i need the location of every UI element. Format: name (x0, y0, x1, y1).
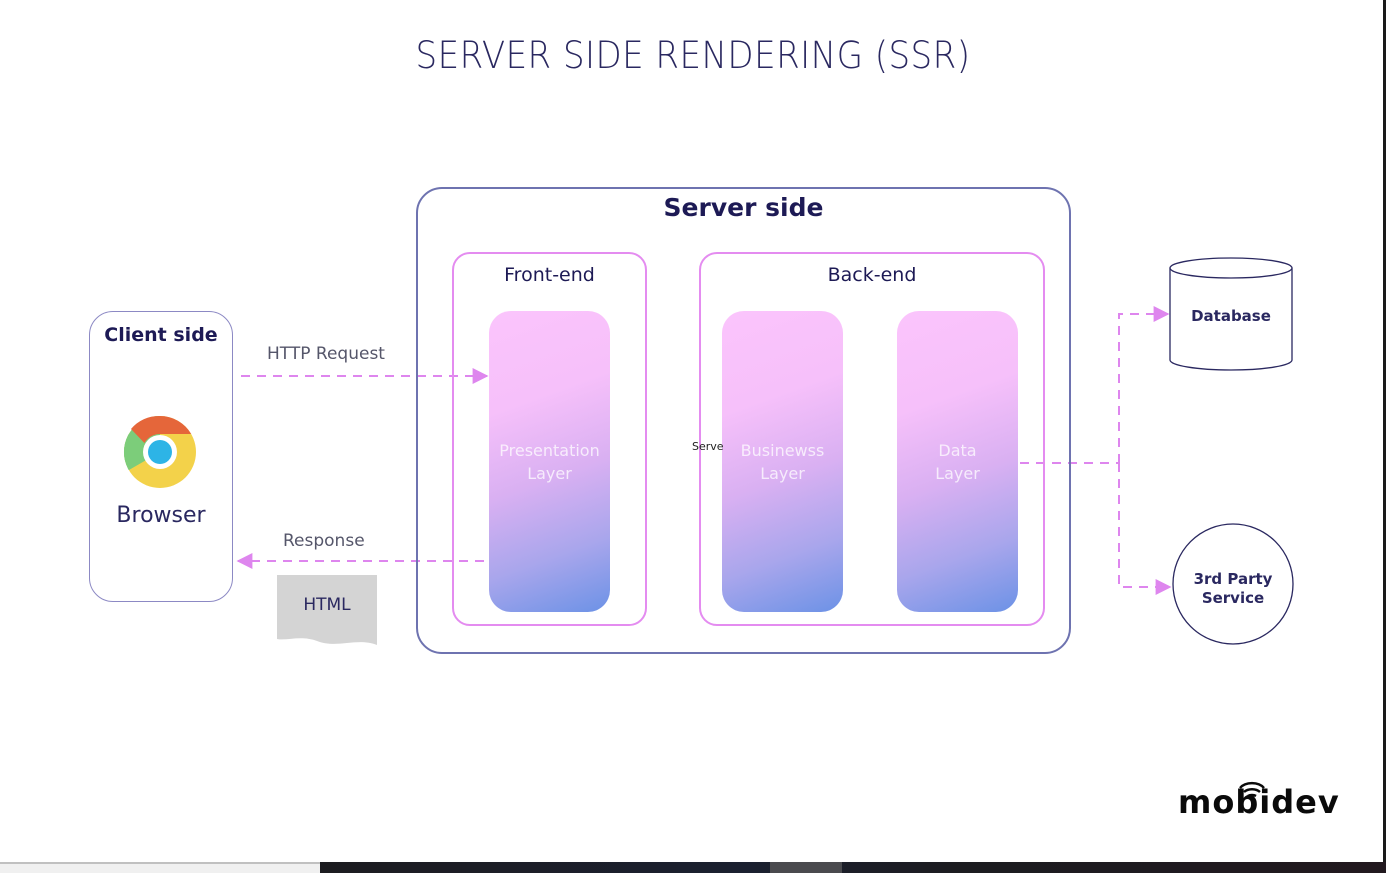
presentation-layer: Presentation Layer (489, 311, 610, 612)
third-party-service-label: 3rd Party Service (1172, 570, 1294, 608)
layer-label-line2: Layer (760, 463, 805, 483)
database-label: Database (1191, 307, 1271, 325)
page-title: SERVER SIDE RENDERING (SSR) (415, 34, 971, 77)
html-document-icon (277, 575, 377, 645)
third-party-arrow (1118, 463, 1172, 595)
chrome-browser-icon (123, 415, 196, 488)
database-arrow (1118, 306, 1170, 463)
mobidev-logo-wifi-icon (1239, 781, 1265, 798)
business-layer: Businewss Layer (722, 311, 843, 612)
backend-title: Back-end (827, 264, 917, 286)
layer-label-line1: Data (938, 440, 977, 460)
mobidev-logo: mobidev (1178, 783, 1340, 821)
layer-label-line2: Layer (935, 463, 980, 483)
window-edge (1383, 0, 1386, 862)
response-label: Response (283, 531, 365, 551)
server-side-title: Server side (663, 193, 824, 222)
taskbar-active-item[interactable] (770, 862, 842, 873)
browser-label: Browser (116, 503, 206, 528)
client-side-box (89, 311, 233, 602)
layer-label-line1: Presentation (499, 440, 600, 460)
layer-label-line2: Layer (527, 463, 572, 483)
database-icon (1169, 257, 1293, 371)
taskbar-left-segment (0, 862, 320, 873)
third-party-line1: 3rd Party (1193, 570, 1273, 588)
third-party-service-icon (1172, 523, 1294, 645)
backend-box (699, 252, 1045, 626)
html-payload-label: HTML (303, 595, 351, 615)
frontend-box (452, 252, 647, 626)
third-party-line2: Service (1201, 589, 1265, 607)
frontend-title: Front-end (504, 264, 595, 286)
client-side-title: Client side (104, 324, 218, 346)
server-side-box (416, 187, 1071, 654)
data-layer: Data Layer (897, 311, 1018, 612)
layer-label-line1: Businewss (740, 440, 825, 460)
http-request-label: HTTP Request (267, 344, 385, 364)
stray-text-fragment: Serve (692, 440, 724, 453)
taskbar (320, 862, 1386, 873)
